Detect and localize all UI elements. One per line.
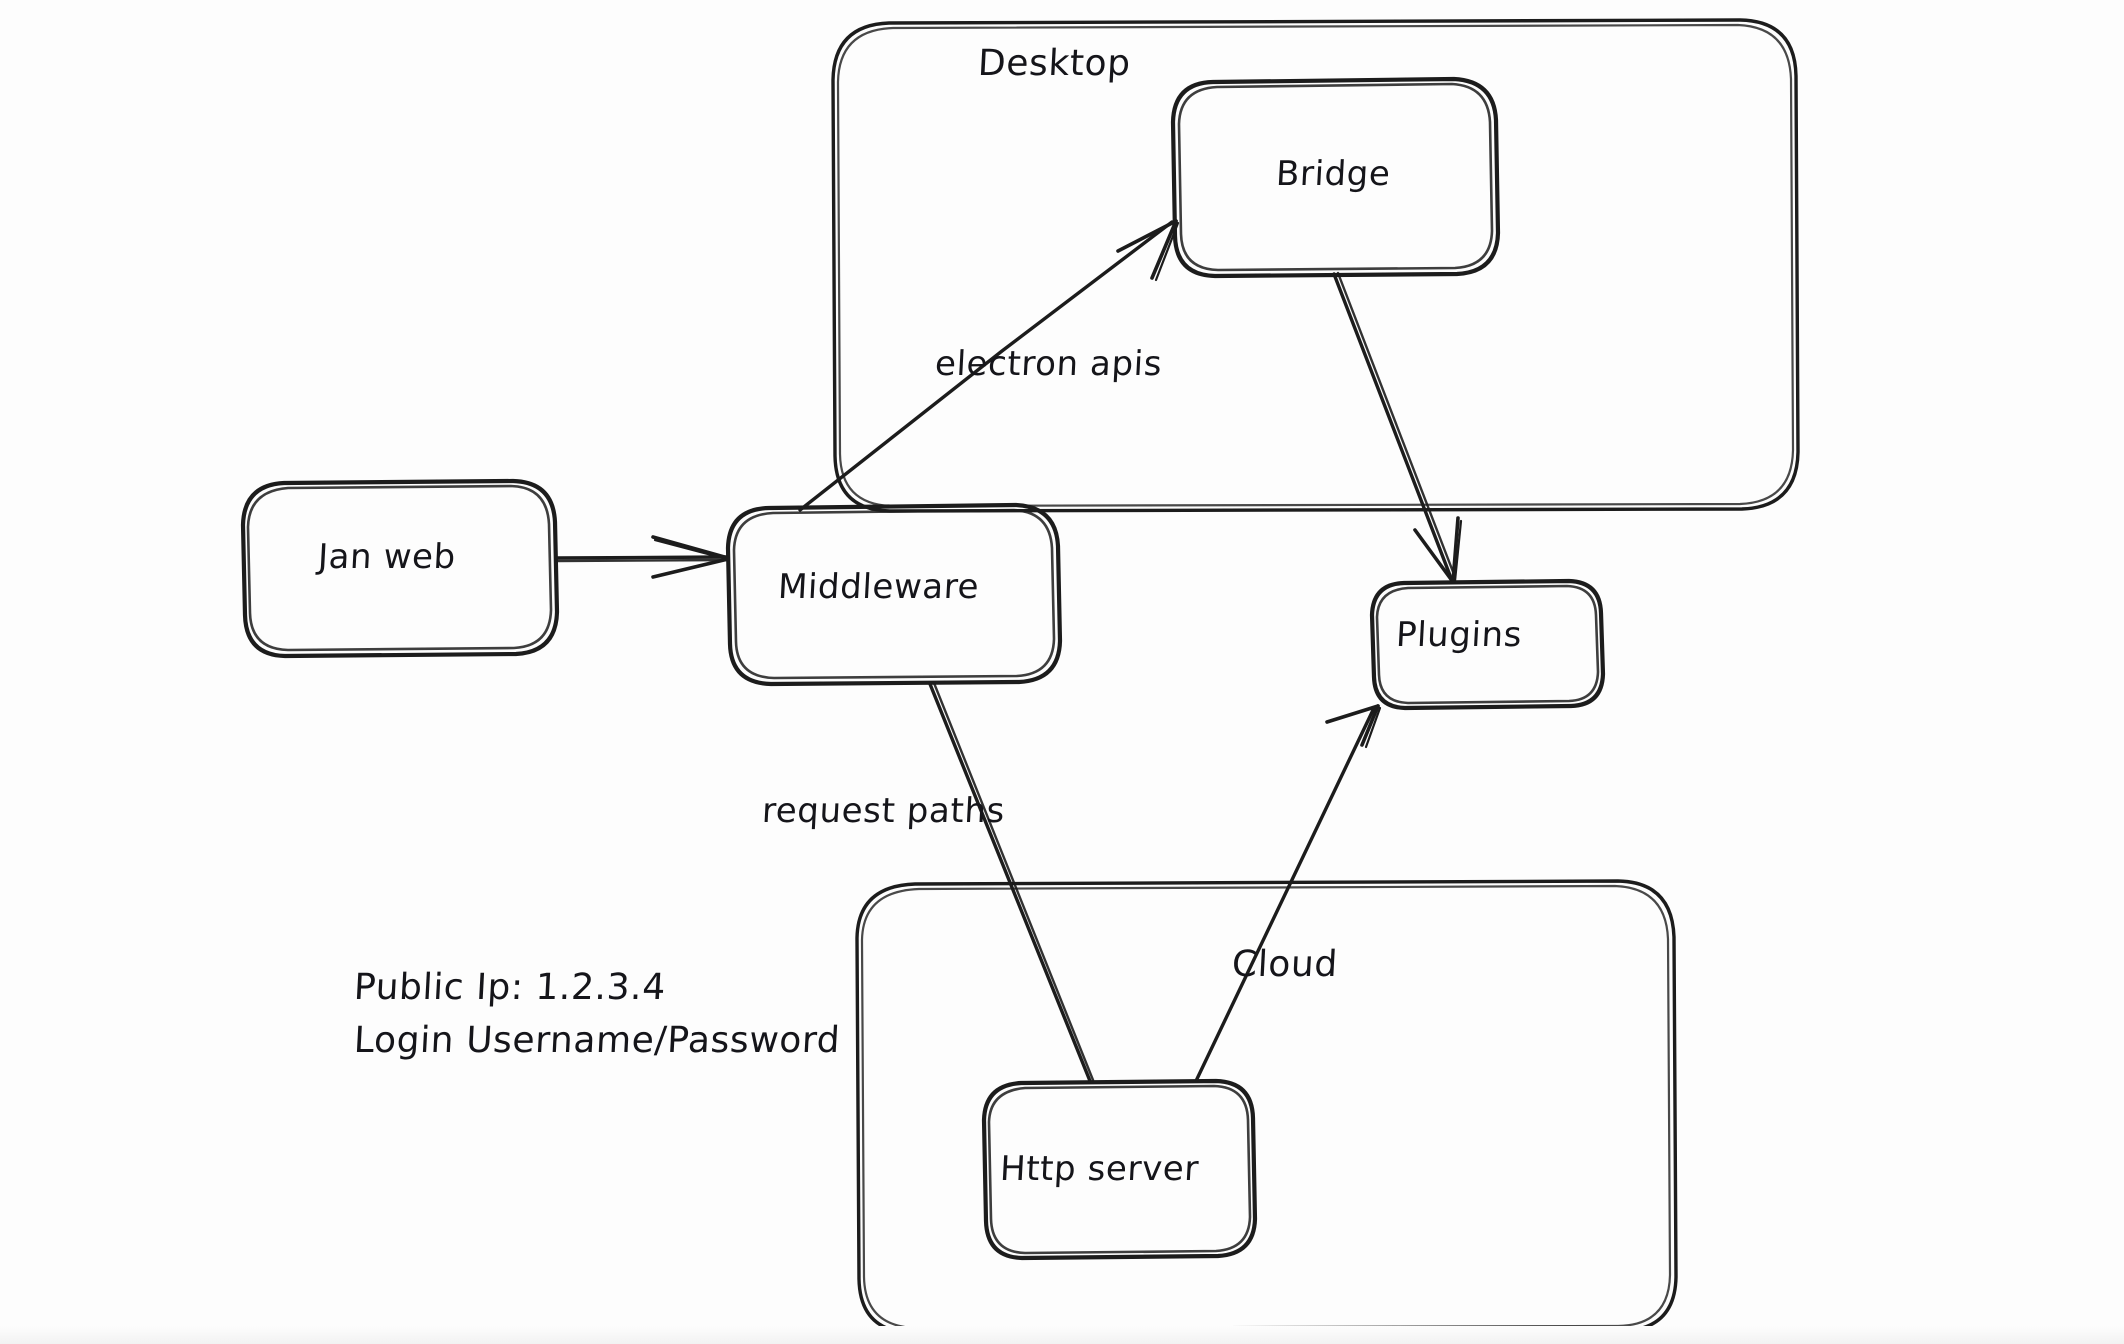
edge-httpserver-plugins: [1194, 704, 1382, 1083]
edge-middleware-httpserver: [928, 681, 1095, 1083]
node-label-middleware: Middleware: [776, 567, 981, 607]
note-login-credentials: Login Username/Password: [352, 1020, 842, 1061]
edge-middleware-bridge: [798, 219, 1180, 512]
node-label-plugins: Plugins: [1394, 615, 1524, 655]
node-bridge-outline: [1170, 76, 1501, 279]
edge-janweb-middleware: [555, 535, 730, 579]
group-desktop-outline: [831, 18, 1800, 513]
node-label-bridge: Bridge: [1274, 154, 1392, 194]
node-middleware-outline: [725, 502, 1063, 687]
group-label-desktop: Desktop: [976, 43, 1132, 84]
node-http-server-outline: [981, 1078, 1258, 1261]
node-label-jan-web: Jan web: [316, 537, 457, 577]
node-label-http-server: Http server: [998, 1149, 1200, 1189]
group-cloud-outline: [855, 879, 1678, 1335]
edge-label-request-paths: request paths: [760, 791, 1006, 831]
edge-label-electron-apis: electron apis: [933, 344, 1164, 384]
edge-bridge-plugins: [1332, 271, 1463, 584]
node-jan-web-outline: [240, 478, 560, 659]
node-plugins-outline: [1369, 578, 1606, 711]
group-label-cloud: Cloud: [1230, 944, 1339, 985]
note-public-ip: Public Ip: 1.2.3.4: [352, 967, 667, 1008]
